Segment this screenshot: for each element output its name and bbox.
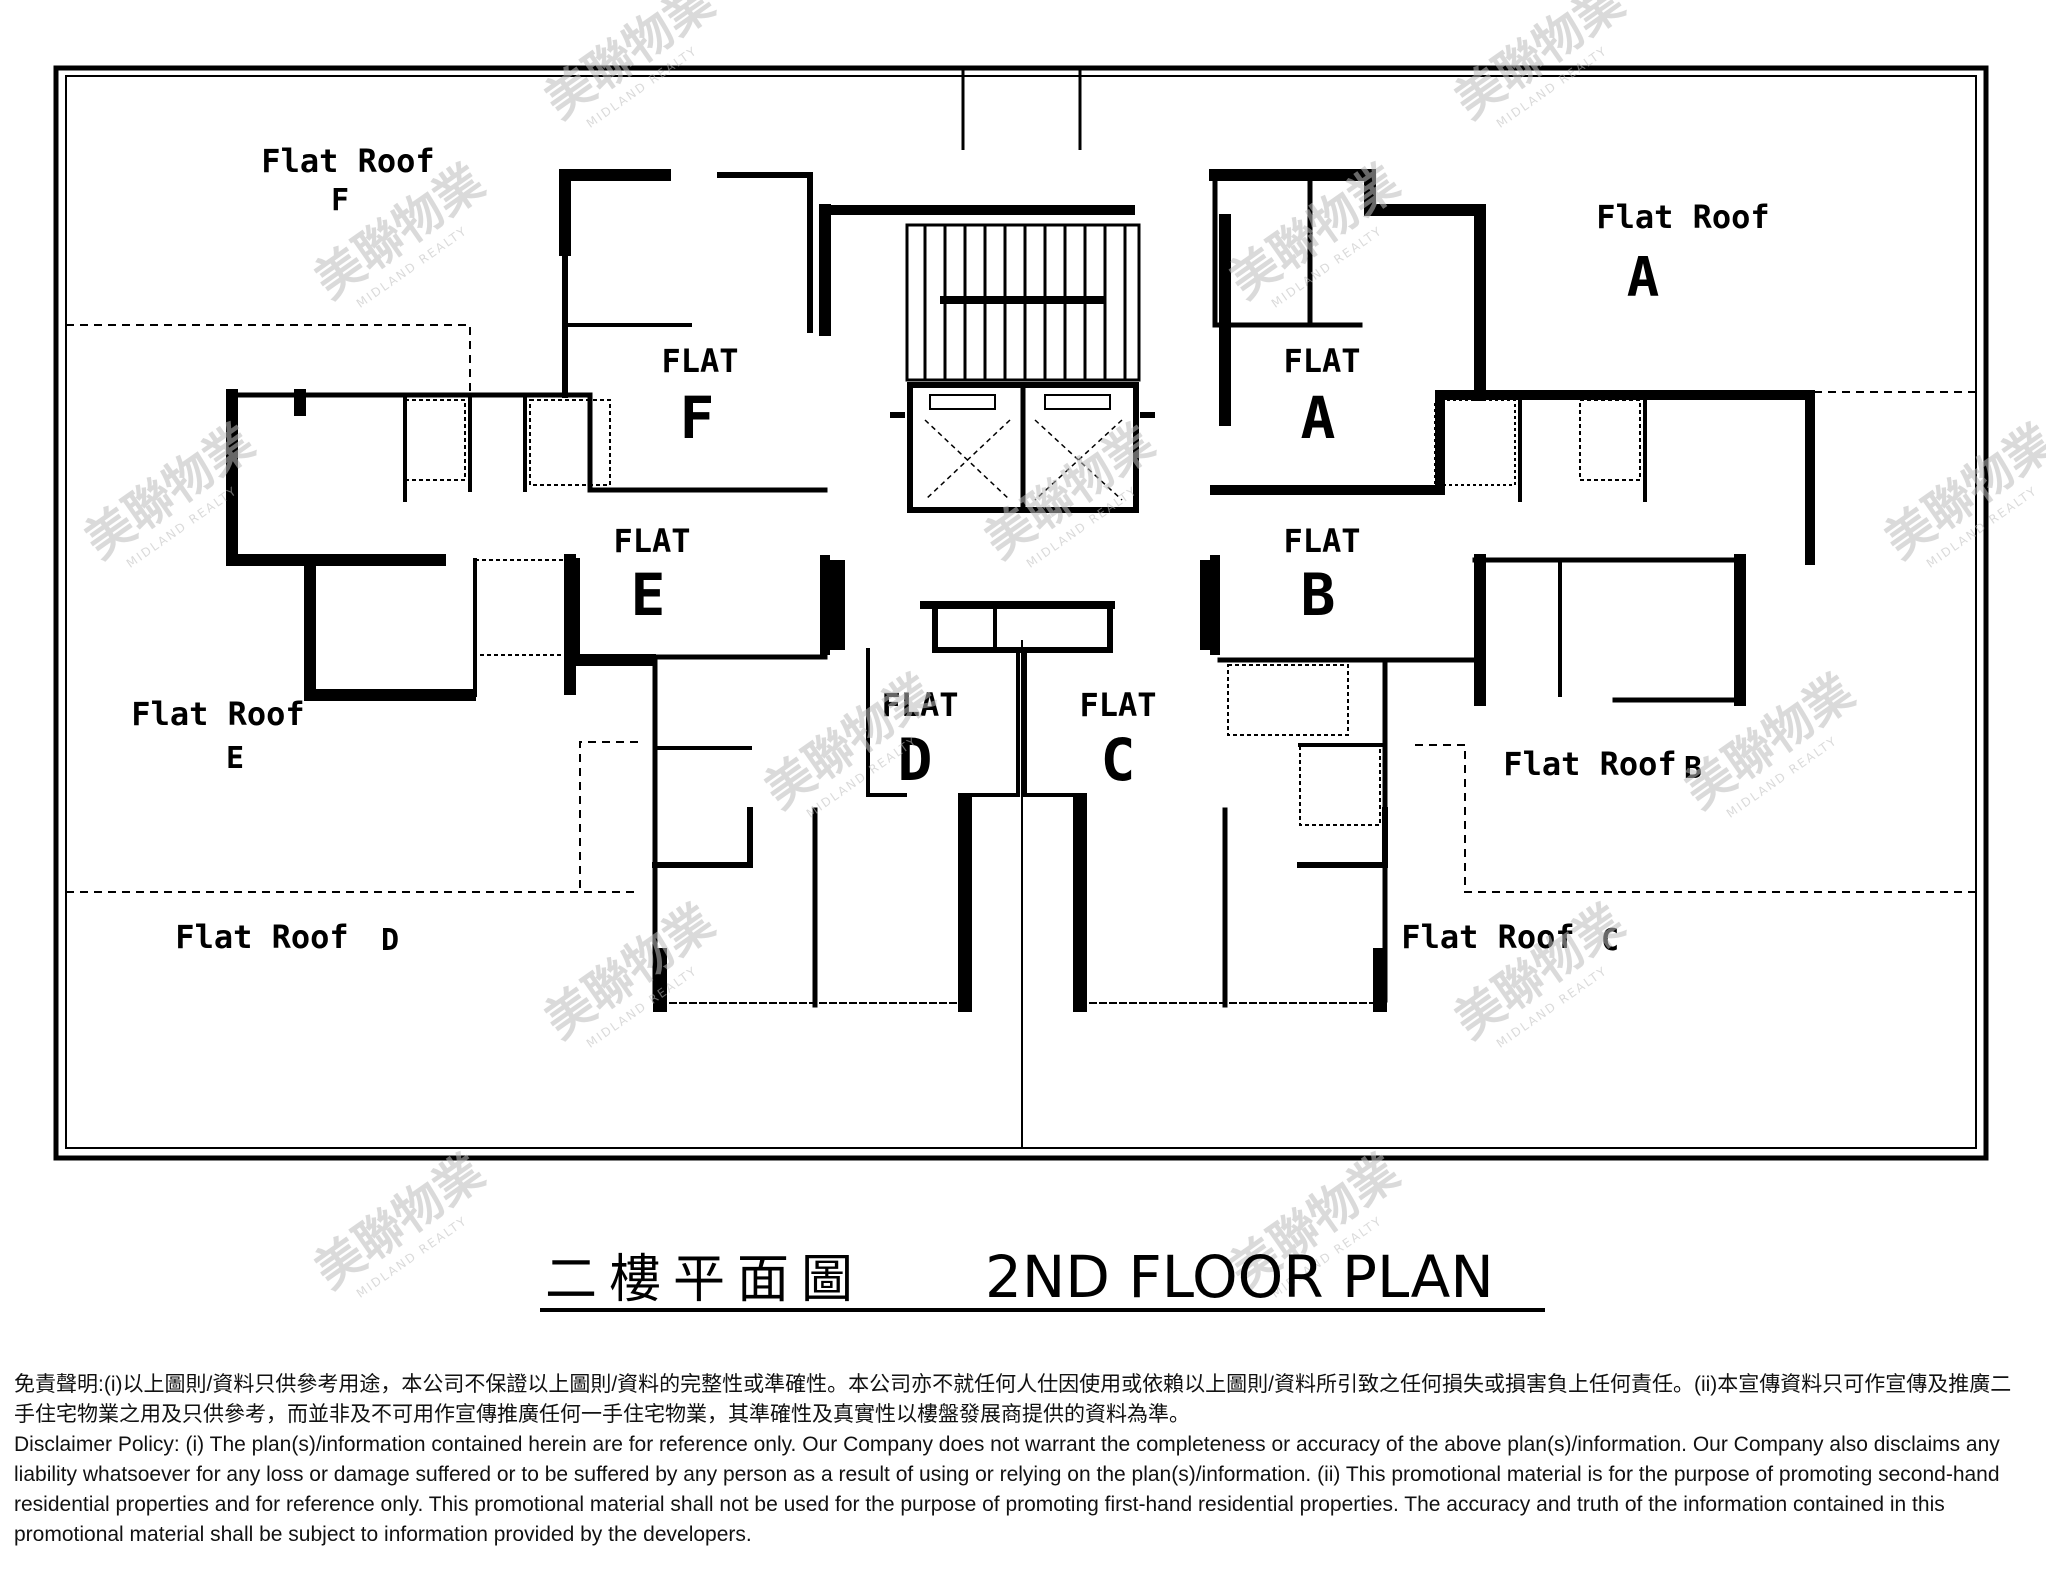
flat-e-letter: E [631,561,666,629]
central-core [890,223,1155,653]
roof-c-letter: C [1601,923,1619,958]
flat-b-letter: B [1301,561,1336,629]
disclaimer-cn: 免責聲明:(i)以上圖則/資料只供參考用途，本公司不保證以上圖則/資料的完整性或… [14,1373,2012,1426]
flat-labels: FLAT F FLAT A FLAT E FLAT B FLAT D FLAT … [613,342,1360,794]
flat-e-label: FLAT [613,522,690,560]
roof-labels: Flat Roof F Flat Roof A Flat Roof E Flat… [131,142,1769,958]
flat-d-label: FLAT [881,686,958,724]
flat-a-label: FLAT [1283,342,1360,380]
watermarks: 美聯物業 MIDLAND REALTY 美聯物業 MIDLAND REALTY … [75,0,2046,1301]
watermark-logo-cn: 美聯物業 [535,0,724,130]
watermark-logo-cn: 美聯物業 [1445,0,1634,130]
roof-d-label: Flat Roof [175,918,348,956]
flat-c-letter: C [1101,726,1136,794]
roof-d-letter: D [381,923,399,958]
roof-b-label: Flat Roof [1503,745,1676,783]
roof-e-label: Flat Roof [131,695,304,733]
flat-f-label: FLAT [661,342,738,380]
plan-title: 二樓平面圖 2ND FLOOR PLAN [540,1243,1545,1312]
flat-d-letter: D [898,726,933,794]
plan-title-cn: 二樓平面圖 [545,1250,865,1310]
roof-a-letter: A [1627,246,1660,309]
floor-plan-diagram: FLAT F FLAT A FLAT E FLAT B FLAT D FLAT … [53,0,2046,1312]
flat-f-letter: F [680,384,715,452]
flat-b-label: FLAT [1283,522,1360,560]
roof-a-label: Flat Roof [1596,198,1769,236]
plan-title-en: 2ND FLOOR PLAN [985,1243,1494,1311]
disclaimer: 免責聲明:(i)以上圖則/資料只供參考用途，本公司不保證以上圖則/資料的完整性或… [14,1370,2032,1550]
flat-c-label: FLAT [1079,686,1156,724]
walls-right-wing [1023,169,1815,1012]
site-boundary [53,65,1989,1161]
disclaimer-en: Disclaimer Policy: (i) The plan(s)/infor… [14,1433,2000,1546]
roof-b-letter: B [1684,751,1702,786]
roof-e-letter: E [226,741,244,776]
flat-a-letter: A [1301,384,1336,452]
wet-areas [404,399,1641,826]
roof-c-label: Flat Roof [1401,918,1574,956]
walls-left-wing [226,169,1135,1012]
roof-f-letter: F [331,183,349,218]
roof-f-label: Flat Roof [261,142,434,180]
